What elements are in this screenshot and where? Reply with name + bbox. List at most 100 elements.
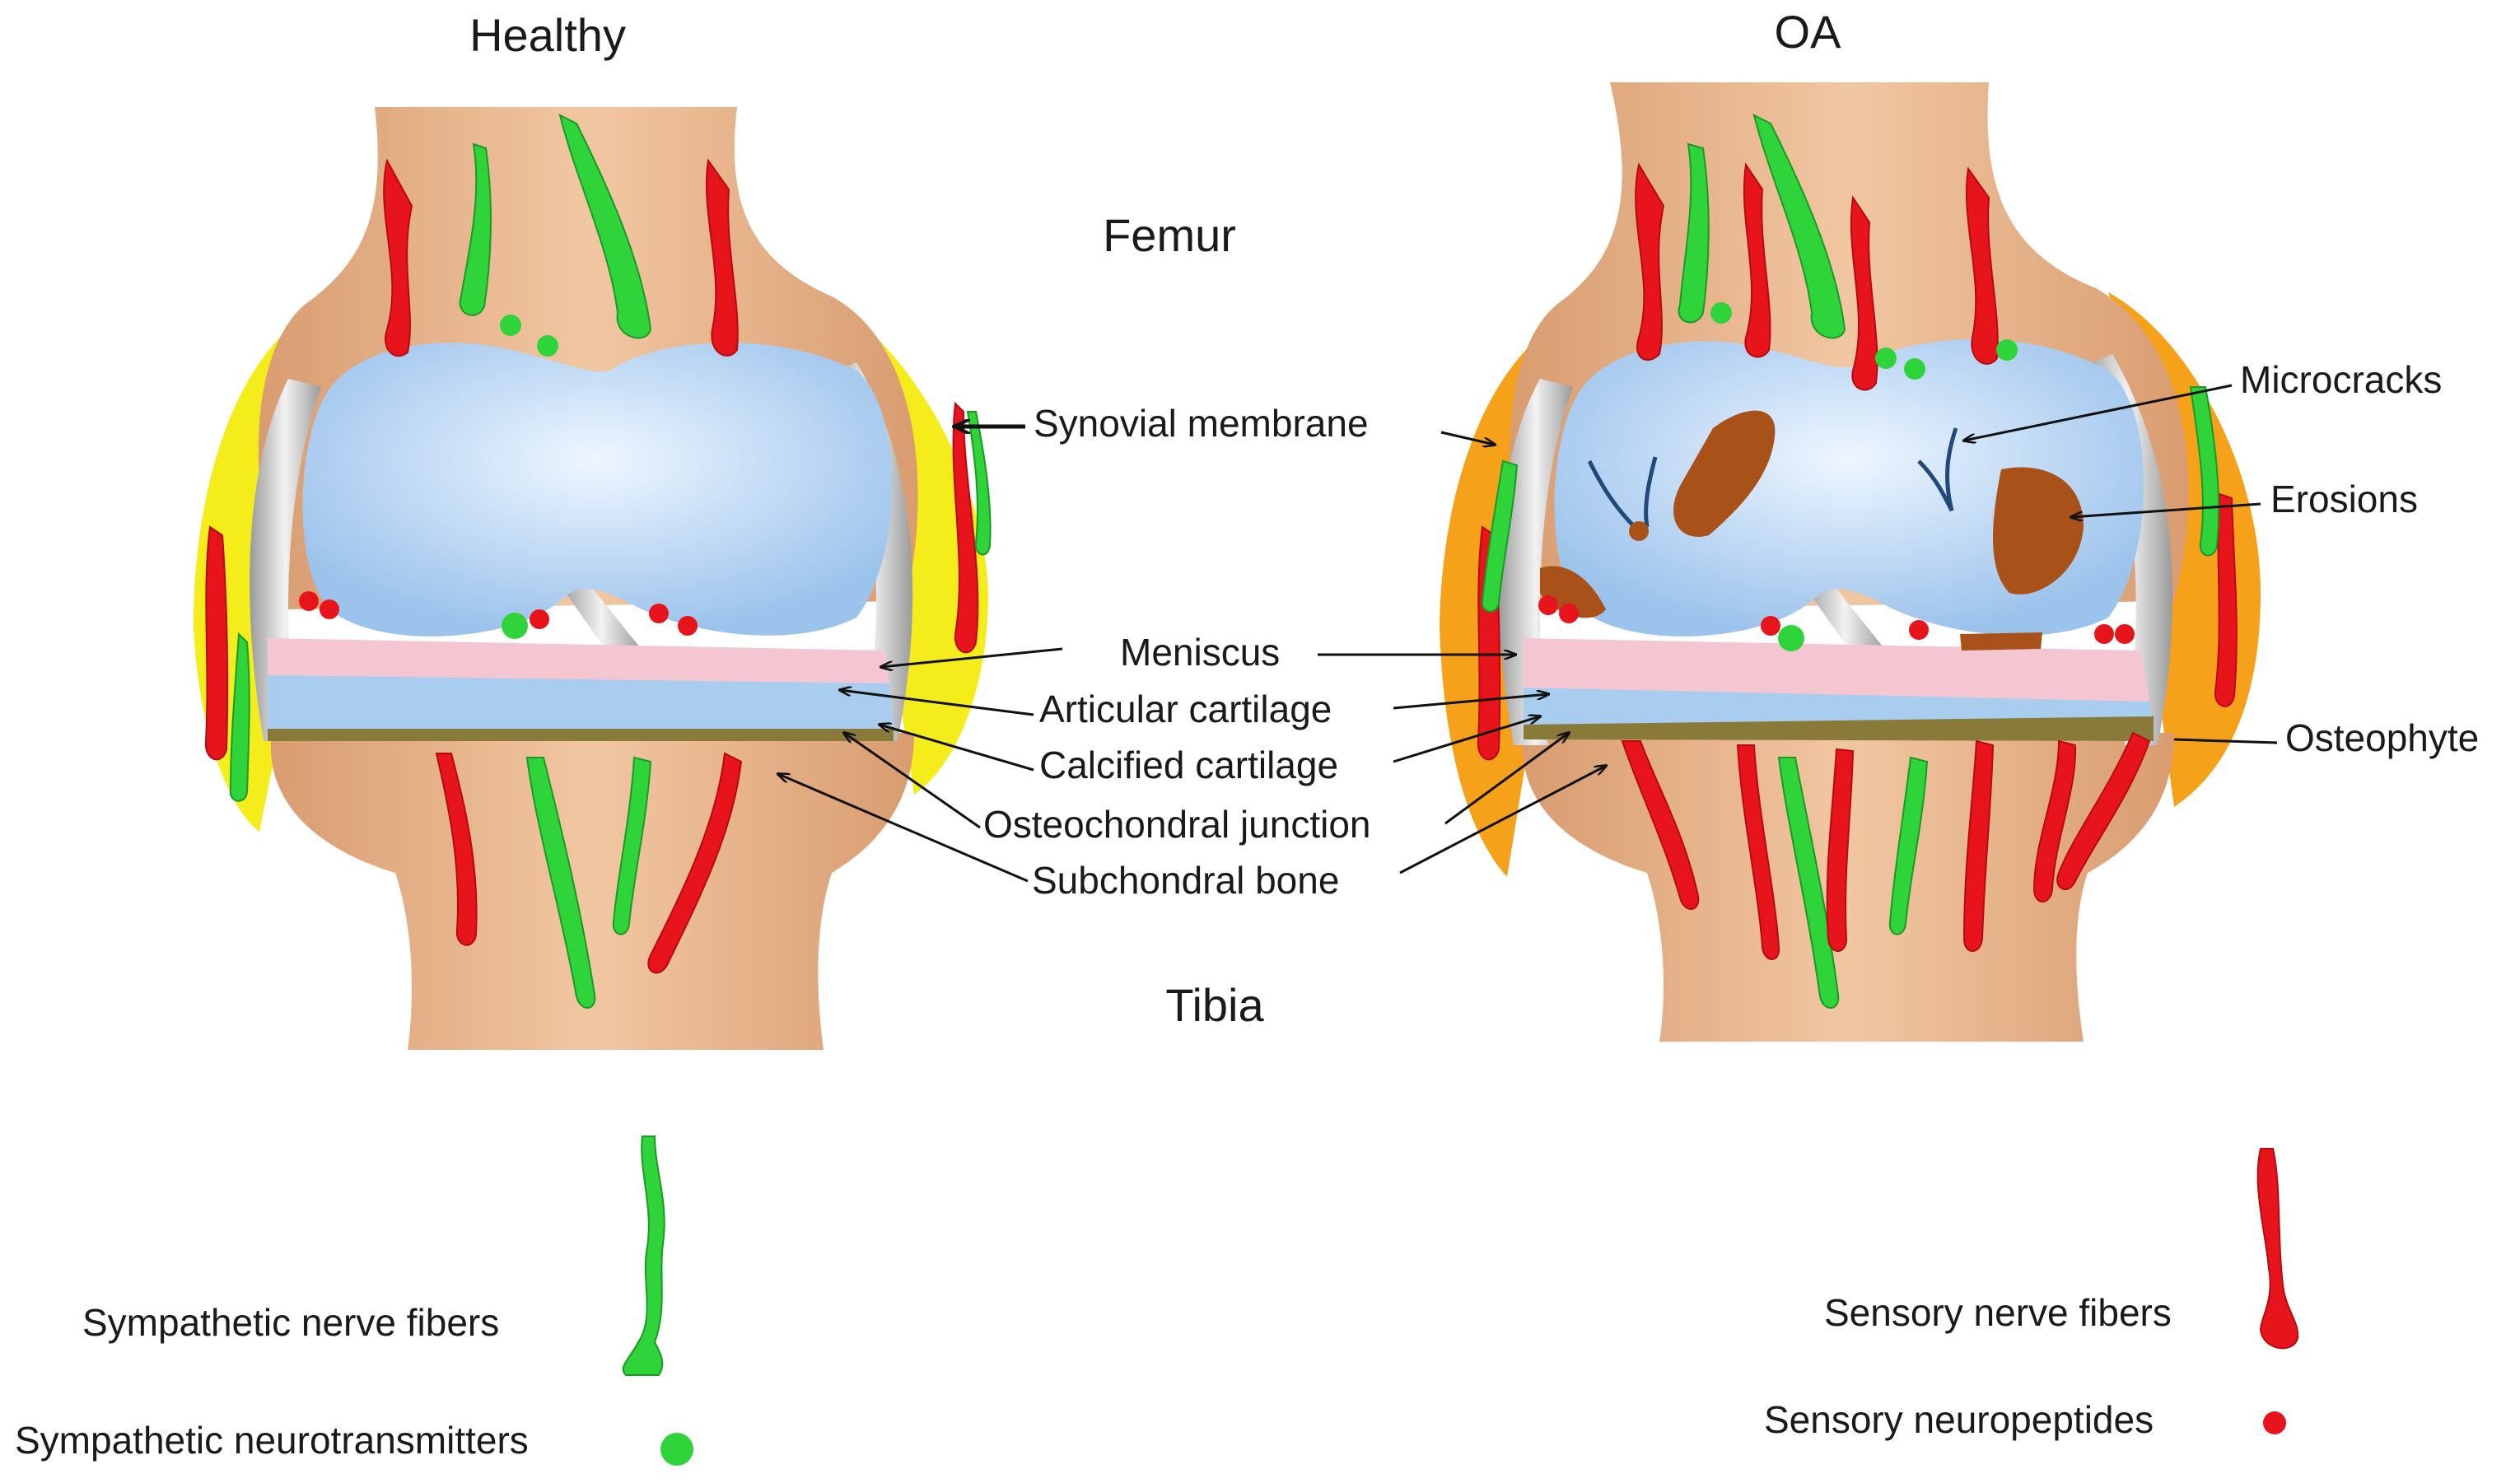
arrow-meniscus-healthy (881, 647, 1063, 667)
sympathetic-fiber (612, 756, 652, 935)
sympathetic-neurotransmitter (1710, 302, 1732, 324)
healthy-knee (194, 107, 992, 1050)
femoral-cartilage-healthy (302, 343, 893, 637)
osteochondral-line-oa (1524, 716, 2154, 741)
oa-knee (1440, 82, 2261, 1042)
sensory-fiber (1635, 162, 1665, 361)
arrow-calcified-healthy (880, 725, 1034, 772)
sympathetic-fiber (1888, 756, 1929, 935)
sympathetic-neurotransmitter (502, 613, 528, 639)
legend-sympathetic-fibers: Sympathetic nerve fibers (82, 1301, 499, 1344)
sensory-fiber (1962, 739, 1995, 952)
erosions-label: Erosions (2270, 478, 2418, 520)
sensory-fiber (2214, 492, 2238, 707)
sensory-fiber (1826, 748, 1855, 952)
arrow-subchondral-oa (1399, 766, 1606, 874)
sensory-fiber (204, 525, 229, 761)
sympathetic-fiber (1752, 114, 1846, 339)
sensory-fiber (383, 158, 413, 357)
cruciate-ligament-oa (1804, 568, 1886, 667)
sympathetic-fiber (2189, 386, 2220, 557)
legend-sympathetic-transmitter-icon (660, 1433, 693, 1466)
sympathetic-neurotransmitter (1996, 339, 2018, 361)
arrow-microcracks (1964, 384, 2233, 441)
sensory-neuropeptide (2094, 624, 2114, 644)
femur-label: Femur (1103, 209, 1236, 261)
microcrack (1587, 456, 1658, 529)
sympathetic-fiber (459, 142, 492, 316)
legend-sensory-fibers: Sensory nerve fibers (1824, 1291, 2172, 1334)
meniscus-oa (1524, 638, 2149, 702)
healthy-title: Healthy (469, 9, 626, 61)
sensory-fiber (2056, 731, 2151, 891)
meniscus-label: Meniscus (1120, 631, 1280, 674)
erosion (1673, 410, 1776, 537)
cruciate-ligament (560, 568, 642, 667)
sensory-fiber (952, 401, 979, 654)
arrow-articular-oa (1393, 694, 1548, 710)
sensory-fiber (1965, 166, 1999, 365)
erosion (1960, 632, 2042, 651)
legend-sensory-peptide-icon (2263, 1411, 2286, 1434)
collateral-ligament-right (828, 362, 913, 741)
arrow-osteochondral-oa (1444, 733, 1569, 825)
osteochondral-line-healthy (268, 729, 894, 741)
sympathetic-fiber (525, 757, 596, 1009)
legend-sensory-peptides: Sensory neuropeptides (1764, 1398, 2154, 1441)
collateral-ligament-right-oa (2084, 354, 2172, 745)
sensory-neuropeptide (678, 616, 698, 636)
arrow-calcified-oa (1393, 716, 1540, 763)
subchondral-bone-label: Subchondral bone (1032, 859, 1339, 902)
microcrack-tip (1629, 521, 1649, 541)
tibia-healthy (270, 733, 914, 1050)
sensory-neuropeptide (530, 609, 549, 629)
arrow-articular-healthy (840, 690, 1034, 716)
osteophyte-leader-line (2173, 738, 2278, 744)
legend-sympathetic-fiber-icon (622, 1136, 665, 1376)
sympathetic-fiber (1777, 757, 1840, 1009)
tibia-oa (1522, 733, 2174, 1042)
erosion (1993, 467, 2084, 595)
tibial-cartilage-healthy (268, 675, 894, 729)
sensory-neuropeptide (2115, 624, 2135, 644)
articular-cartilage-label: Articular cartilage (1039, 688, 1332, 730)
sensory-fiber (1621, 740, 1700, 910)
synovial-membrane-label: Synovial membrane (1034, 402, 1369, 445)
sympathetic-neurotransmitter (1778, 625, 1804, 651)
collateral-ligament-left (250, 379, 321, 741)
sensory-fiber (435, 753, 478, 946)
sensory-neuropeptide (1909, 620, 1929, 640)
sensory-fiber (2032, 739, 2077, 902)
sensory-neuropeptide (1559, 604, 1579, 623)
sympathetic-neurotransmitter (1904, 358, 1925, 380)
sympathetic-fiber (966, 411, 992, 556)
sensory-fiber (705, 158, 739, 357)
sympathetic-fiber (558, 114, 652, 339)
oa-title: OA (1775, 6, 1842, 58)
sensory-neuropeptide (1538, 595, 1558, 615)
sensory-neuropeptide (649, 604, 669, 623)
legend: Sympathetic nerve fibers Sympathetic neu… (15, 1136, 2299, 1466)
legend-sensory-fiber-icon (2256, 1148, 2299, 1350)
microcracks-label: Microcracks (2240, 358, 2442, 401)
sensory-neuropeptide (1761, 616, 1780, 636)
arrow-osteochondral-healthy (844, 733, 981, 829)
sensory-fiber (1850, 195, 1878, 391)
sympathetic-fiber (1678, 142, 1710, 324)
sensory-neuropeptide (320, 599, 339, 619)
sensory-fiber (1736, 744, 1780, 960)
sympathetic-fiber (1481, 459, 1519, 613)
calcified-cartilage-label: Calcified cartilage (1039, 744, 1338, 786)
sympathetic-neurotransmitter (537, 335, 558, 357)
sympathetic-fiber (229, 632, 250, 802)
osteochondral-junction-label: Osteochondral junction (983, 803, 1371, 846)
tibia-label: Tibia (1165, 979, 1264, 1031)
arrow-subchondral-healthy (778, 774, 1029, 883)
osteophyte-label: Osteophyte (2285, 716, 2479, 759)
sensory-fiber (1743, 162, 1771, 358)
sensory-neuropeptide (299, 591, 319, 611)
sympathetic-neurotransmitter (500, 315, 521, 336)
microcrack (1917, 427, 1958, 512)
sympathetic-neurotransmitter (1875, 347, 1897, 369)
